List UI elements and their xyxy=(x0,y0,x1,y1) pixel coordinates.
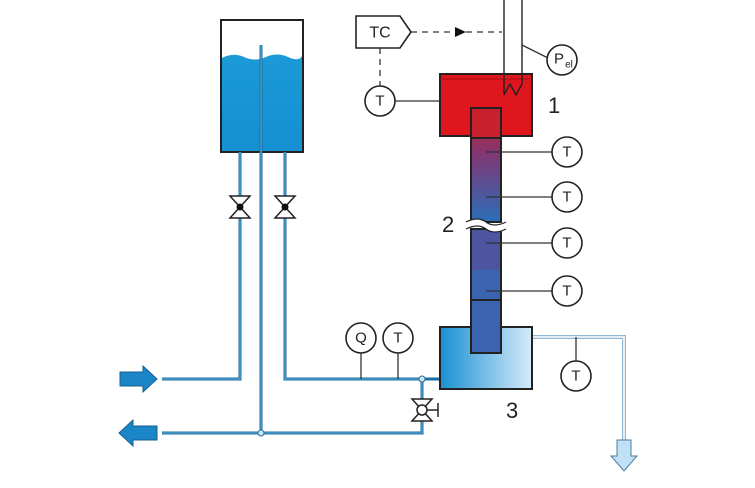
column-break xyxy=(466,219,506,232)
svg-text:T: T xyxy=(562,144,571,161)
temperature-controller[interactable]: TC xyxy=(355,15,412,49)
temp-sensor-column-4: T xyxy=(551,275,583,307)
svg-text:T: T xyxy=(562,189,571,206)
svg-text:T: T xyxy=(393,330,402,347)
temp-sensor-column-2: T xyxy=(551,181,583,213)
vessel-3 xyxy=(439,299,533,390)
signal-arrowhead xyxy=(455,27,466,37)
svg-text:T: T xyxy=(562,283,571,300)
temp-sensor-column-3: T xyxy=(551,227,583,259)
label-2: 2 xyxy=(442,212,454,237)
svg-text:P: P xyxy=(554,51,564,68)
temp-sensor-drain: T xyxy=(560,360,592,392)
svg-text:T: T xyxy=(375,93,384,110)
pipe-network xyxy=(162,45,626,440)
drain-arrow xyxy=(609,439,639,472)
temp-sensor-heater: T xyxy=(364,85,396,117)
valve-right[interactable] xyxy=(273,195,297,219)
svg-text:T: T xyxy=(571,368,580,385)
valve-left[interactable] xyxy=(228,195,252,219)
svg-text:T: T xyxy=(562,235,571,252)
label-3: 3 xyxy=(506,398,518,423)
heater-vessel-1 xyxy=(439,0,533,139)
valve-bottom[interactable] xyxy=(410,398,439,422)
sensor-lines xyxy=(360,100,577,379)
temp-sensor-column-1: T xyxy=(551,136,583,168)
column-2-lower-shade xyxy=(472,230,500,270)
flow-sensor: Q xyxy=(345,322,377,354)
temp-sensor-inlet: T xyxy=(382,322,414,354)
outlet-arrow xyxy=(118,418,158,448)
svg-text:Q: Q xyxy=(355,330,367,347)
svg-text:el: el xyxy=(565,60,573,71)
inlet-arrow xyxy=(119,364,158,394)
label-1: 1 xyxy=(548,93,560,118)
power-input: P el xyxy=(546,44,578,76)
controller-label: TC xyxy=(369,25,390,42)
